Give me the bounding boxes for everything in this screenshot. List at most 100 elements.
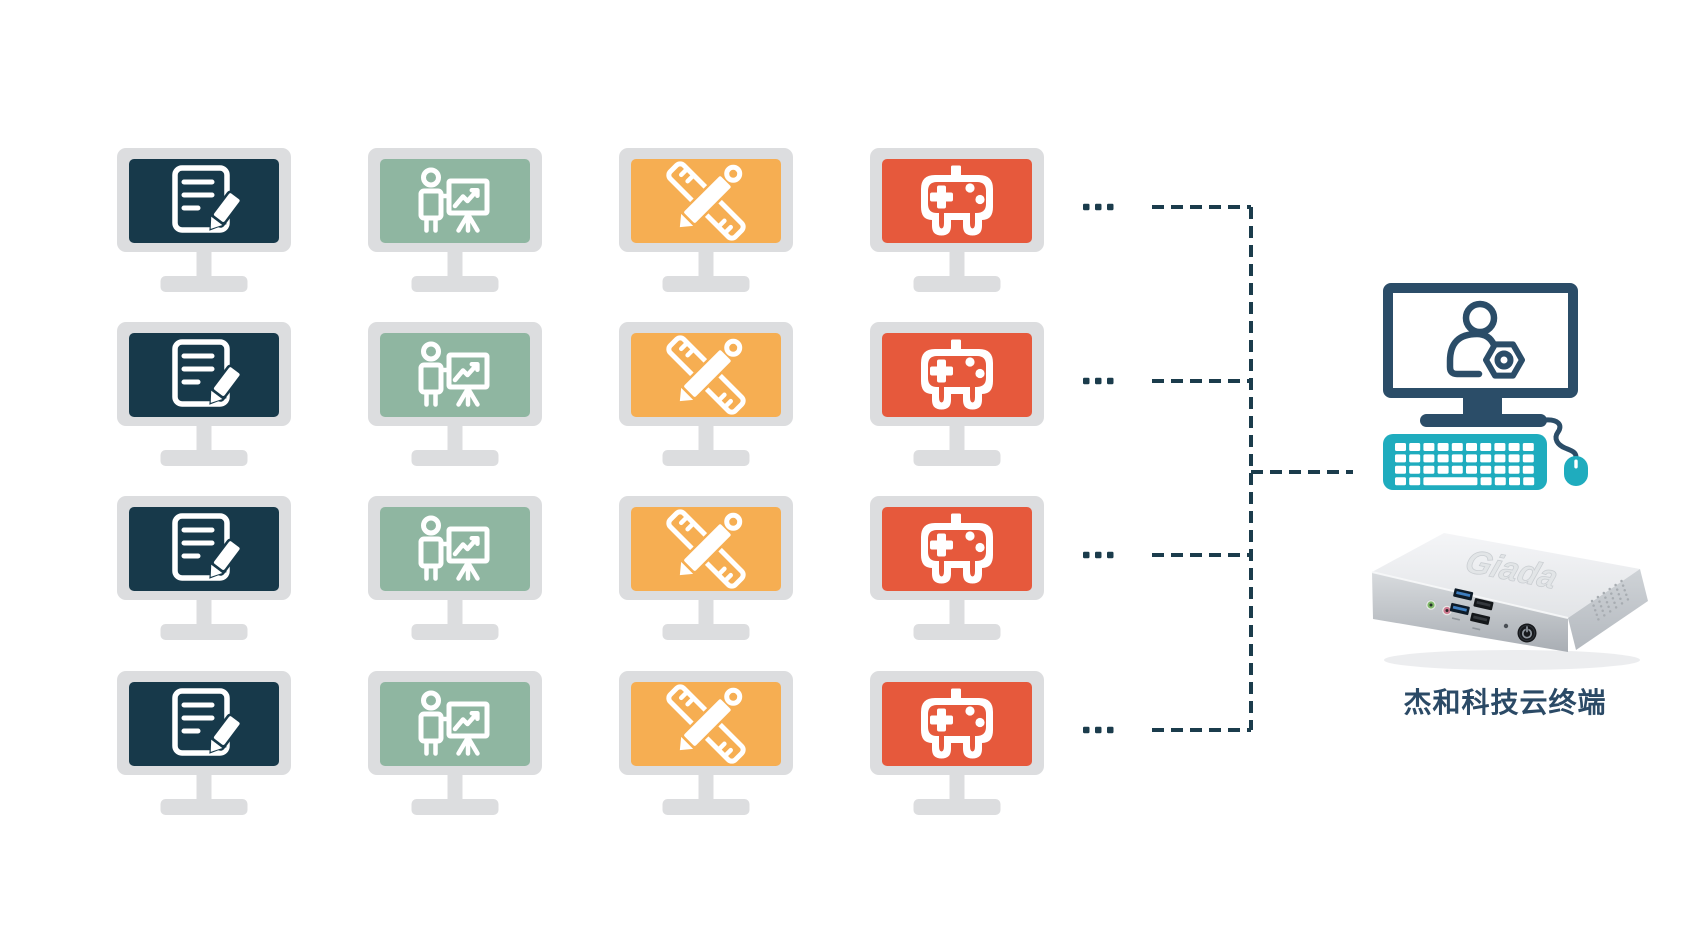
key [1437, 454, 1449, 463]
mouse [1564, 456, 1588, 486]
monitor-gaming [870, 671, 1044, 815]
monitor-documents [117, 671, 291, 815]
monitor-presentation [368, 496, 542, 640]
key [1409, 454, 1421, 463]
vent-hole [1607, 605, 1610, 609]
key [1395, 465, 1406, 474]
vent-hole [1602, 591, 1606, 595]
key [1466, 465, 1477, 474]
key [1522, 454, 1534, 463]
terminal-stand-base [1420, 414, 1547, 427]
key [1409, 477, 1421, 486]
vent-hole [1599, 604, 1603, 608]
key [1522, 465, 1534, 474]
vent-hole [1596, 595, 1600, 599]
ellipsis-dot [1083, 203, 1090, 211]
vent-hole [1608, 610, 1612, 613]
vent-hole [1601, 609, 1604, 613]
client-monitor-grid [117, 148, 1044, 815]
vent-hole [1592, 604, 1595, 607]
vent-hole [1623, 588, 1626, 592]
key [1423, 465, 1435, 474]
key [1522, 443, 1534, 451]
mini-pc-device: Giada [1371, 533, 1648, 670]
vent-hole [1593, 608, 1597, 612]
vent-grid [1590, 579, 1630, 621]
ellipsis-dot [1095, 551, 1102, 559]
audio-jacks [1425, 599, 1453, 617]
vent-hole [1597, 618, 1600, 621]
key [1480, 454, 1492, 463]
ellipsis-dot [1083, 551, 1090, 559]
key [1494, 443, 1506, 451]
key [1437, 443, 1449, 451]
monitor-presentation [368, 148, 542, 292]
vent-hole [1590, 599, 1594, 603]
reset-hole [1503, 623, 1509, 629]
monitor-documents [117, 322, 291, 466]
ellipsis-dot [1095, 203, 1102, 211]
vent-hole [1615, 588, 1619, 591]
key [1466, 443, 1477, 451]
vent-hole [1595, 613, 1599, 617]
vent-hole [1621, 584, 1625, 587]
monitor-design [619, 496, 793, 640]
vent-hole [1611, 596, 1615, 600]
key [1480, 443, 1492, 451]
ellipsis-dot [1083, 726, 1090, 734]
key [1494, 454, 1506, 463]
key [1451, 454, 1463, 463]
ellipsis-dot [1107, 377, 1114, 385]
vent-hole [1619, 597, 1622, 601]
vent-hole [1625, 593, 1628, 597]
key [1466, 454, 1477, 463]
admin-terminal [1383, 283, 1588, 490]
key [1509, 477, 1520, 486]
user-gear-icon [1446, 300, 1525, 379]
vent-hole [1608, 587, 1611, 591]
spacebar-key [1423, 477, 1478, 486]
key [1437, 465, 1449, 474]
vent-hole [1620, 579, 1623, 583]
usb-ports [1449, 588, 1494, 631]
terminal-monitor-frame [1383, 283, 1578, 398]
power-button [1517, 623, 1537, 643]
key [1480, 465, 1492, 474]
key [1451, 465, 1463, 474]
vent-hole [1614, 583, 1617, 587]
device-top-face [1372, 533, 1640, 618]
ellipsis-dot [1083, 377, 1090, 385]
ellipsis-dot [1107, 726, 1114, 734]
monitor-gaming [870, 322, 1044, 466]
monitor-gaming [870, 148, 1044, 292]
key [1494, 477, 1506, 486]
connection-lines [1083, 203, 1353, 734]
key [1395, 454, 1406, 463]
key [1451, 443, 1463, 451]
vent-hole [1614, 606, 1618, 609]
key [1423, 443, 1435, 451]
key [1395, 443, 1406, 451]
monitor-design [619, 671, 793, 815]
key [1409, 465, 1421, 474]
keyboard-keys [1395, 443, 1535, 486]
monitor-presentation [368, 671, 542, 815]
key [1480, 477, 1492, 486]
vent-hole [1603, 614, 1606, 617]
vent-hole [1626, 598, 1630, 601]
key [1508, 454, 1520, 463]
ellipsis-dot [1095, 726, 1102, 734]
vent-hole [1617, 592, 1621, 596]
vent-hole [1605, 600, 1609, 604]
key [1395, 477, 1406, 486]
vent-hole [1610, 592, 1613, 595]
ellipsis-dot [1107, 203, 1114, 211]
vent-hole [1598, 600, 1601, 603]
monitor-design [619, 148, 793, 292]
vent-hole [1613, 601, 1616, 605]
key [1494, 465, 1506, 474]
device-right-face [1568, 569, 1648, 650]
vent-hole [1604, 596, 1607, 599]
